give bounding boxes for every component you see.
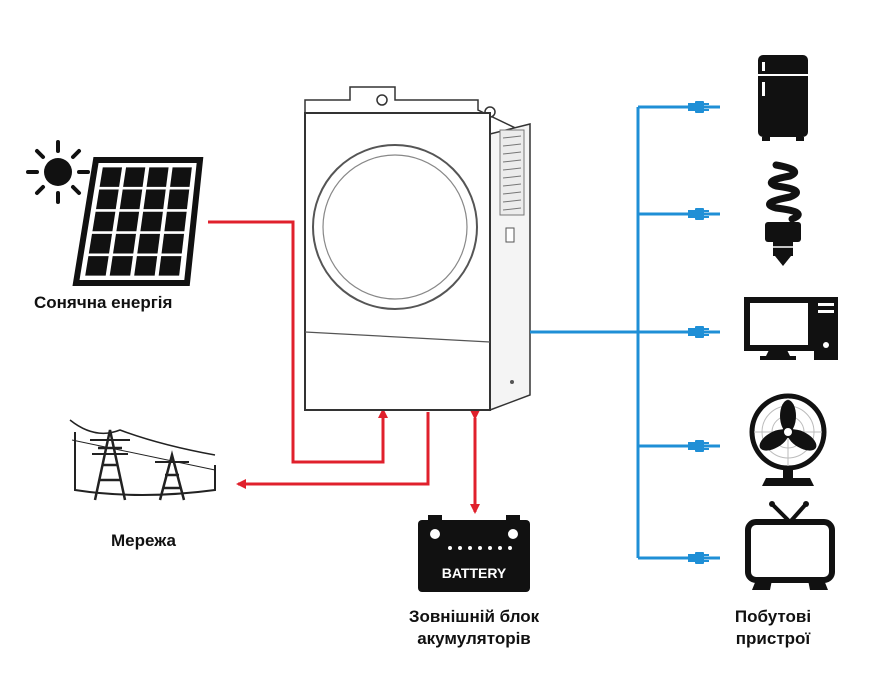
- solar-cell: [116, 211, 140, 232]
- inverter-vent-grille: [499, 129, 525, 216]
- solar-panel-icon: [72, 157, 204, 286]
- appliances-label-line2: пристрої: [735, 629, 811, 648]
- solar-cell: [146, 167, 169, 187]
- lamp-icon: [765, 161, 802, 266]
- solar-cell: [167, 189, 190, 210]
- solar-cell: [170, 167, 192, 187]
- solar-cell: [137, 233, 161, 254]
- solar-cell: [140, 211, 163, 232]
- sun-icon: [26, 140, 90, 204]
- solar-cell: [92, 211, 116, 232]
- solar-cell: [85, 256, 109, 276]
- power-flow-lines: [208, 220, 480, 514]
- solar-cell: [88, 233, 112, 254]
- inverter-icon: [304, 86, 531, 412]
- solar-cell: [158, 256, 182, 276]
- tv-icon: [745, 501, 835, 590]
- solar-cell: [161, 233, 185, 254]
- solar-label: Сонячна енергія: [34, 293, 173, 312]
- solar-cell: [164, 211, 187, 232]
- grid-label: Мережа: [111, 531, 176, 550]
- fan-icon: [749, 393, 827, 486]
- fridge-icon: [758, 55, 808, 141]
- ac-output-lines: [530, 105, 720, 560]
- battery-icon: BATTERY: [418, 515, 530, 592]
- solar-cell: [119, 189, 143, 210]
- battery-text: BATTERY: [442, 565, 507, 581]
- inverter-to-grid-line: [236, 412, 430, 489]
- solar-cell: [134, 256, 158, 276]
- battery-label-line2: акумуляторів: [417, 629, 531, 648]
- battery-label: Зовнішній блок акумуляторів: [392, 606, 556, 650]
- solar-cell: [123, 167, 146, 187]
- solar-cell: [113, 233, 137, 254]
- solar-to-inverter-line: [208, 220, 388, 464]
- appliances-label: Побутові пристрої: [728, 606, 818, 650]
- solar-cell: [99, 167, 123, 187]
- solar-cell: [109, 256, 133, 276]
- solar-cell: [96, 189, 119, 210]
- solar-cell: [143, 189, 166, 210]
- battery-label-line1: Зовнішній блок: [408, 607, 540, 626]
- computer-icon: [744, 297, 838, 360]
- appliances-label-line1: Побутові: [734, 607, 812, 626]
- power-grid-icon: [69, 419, 216, 501]
